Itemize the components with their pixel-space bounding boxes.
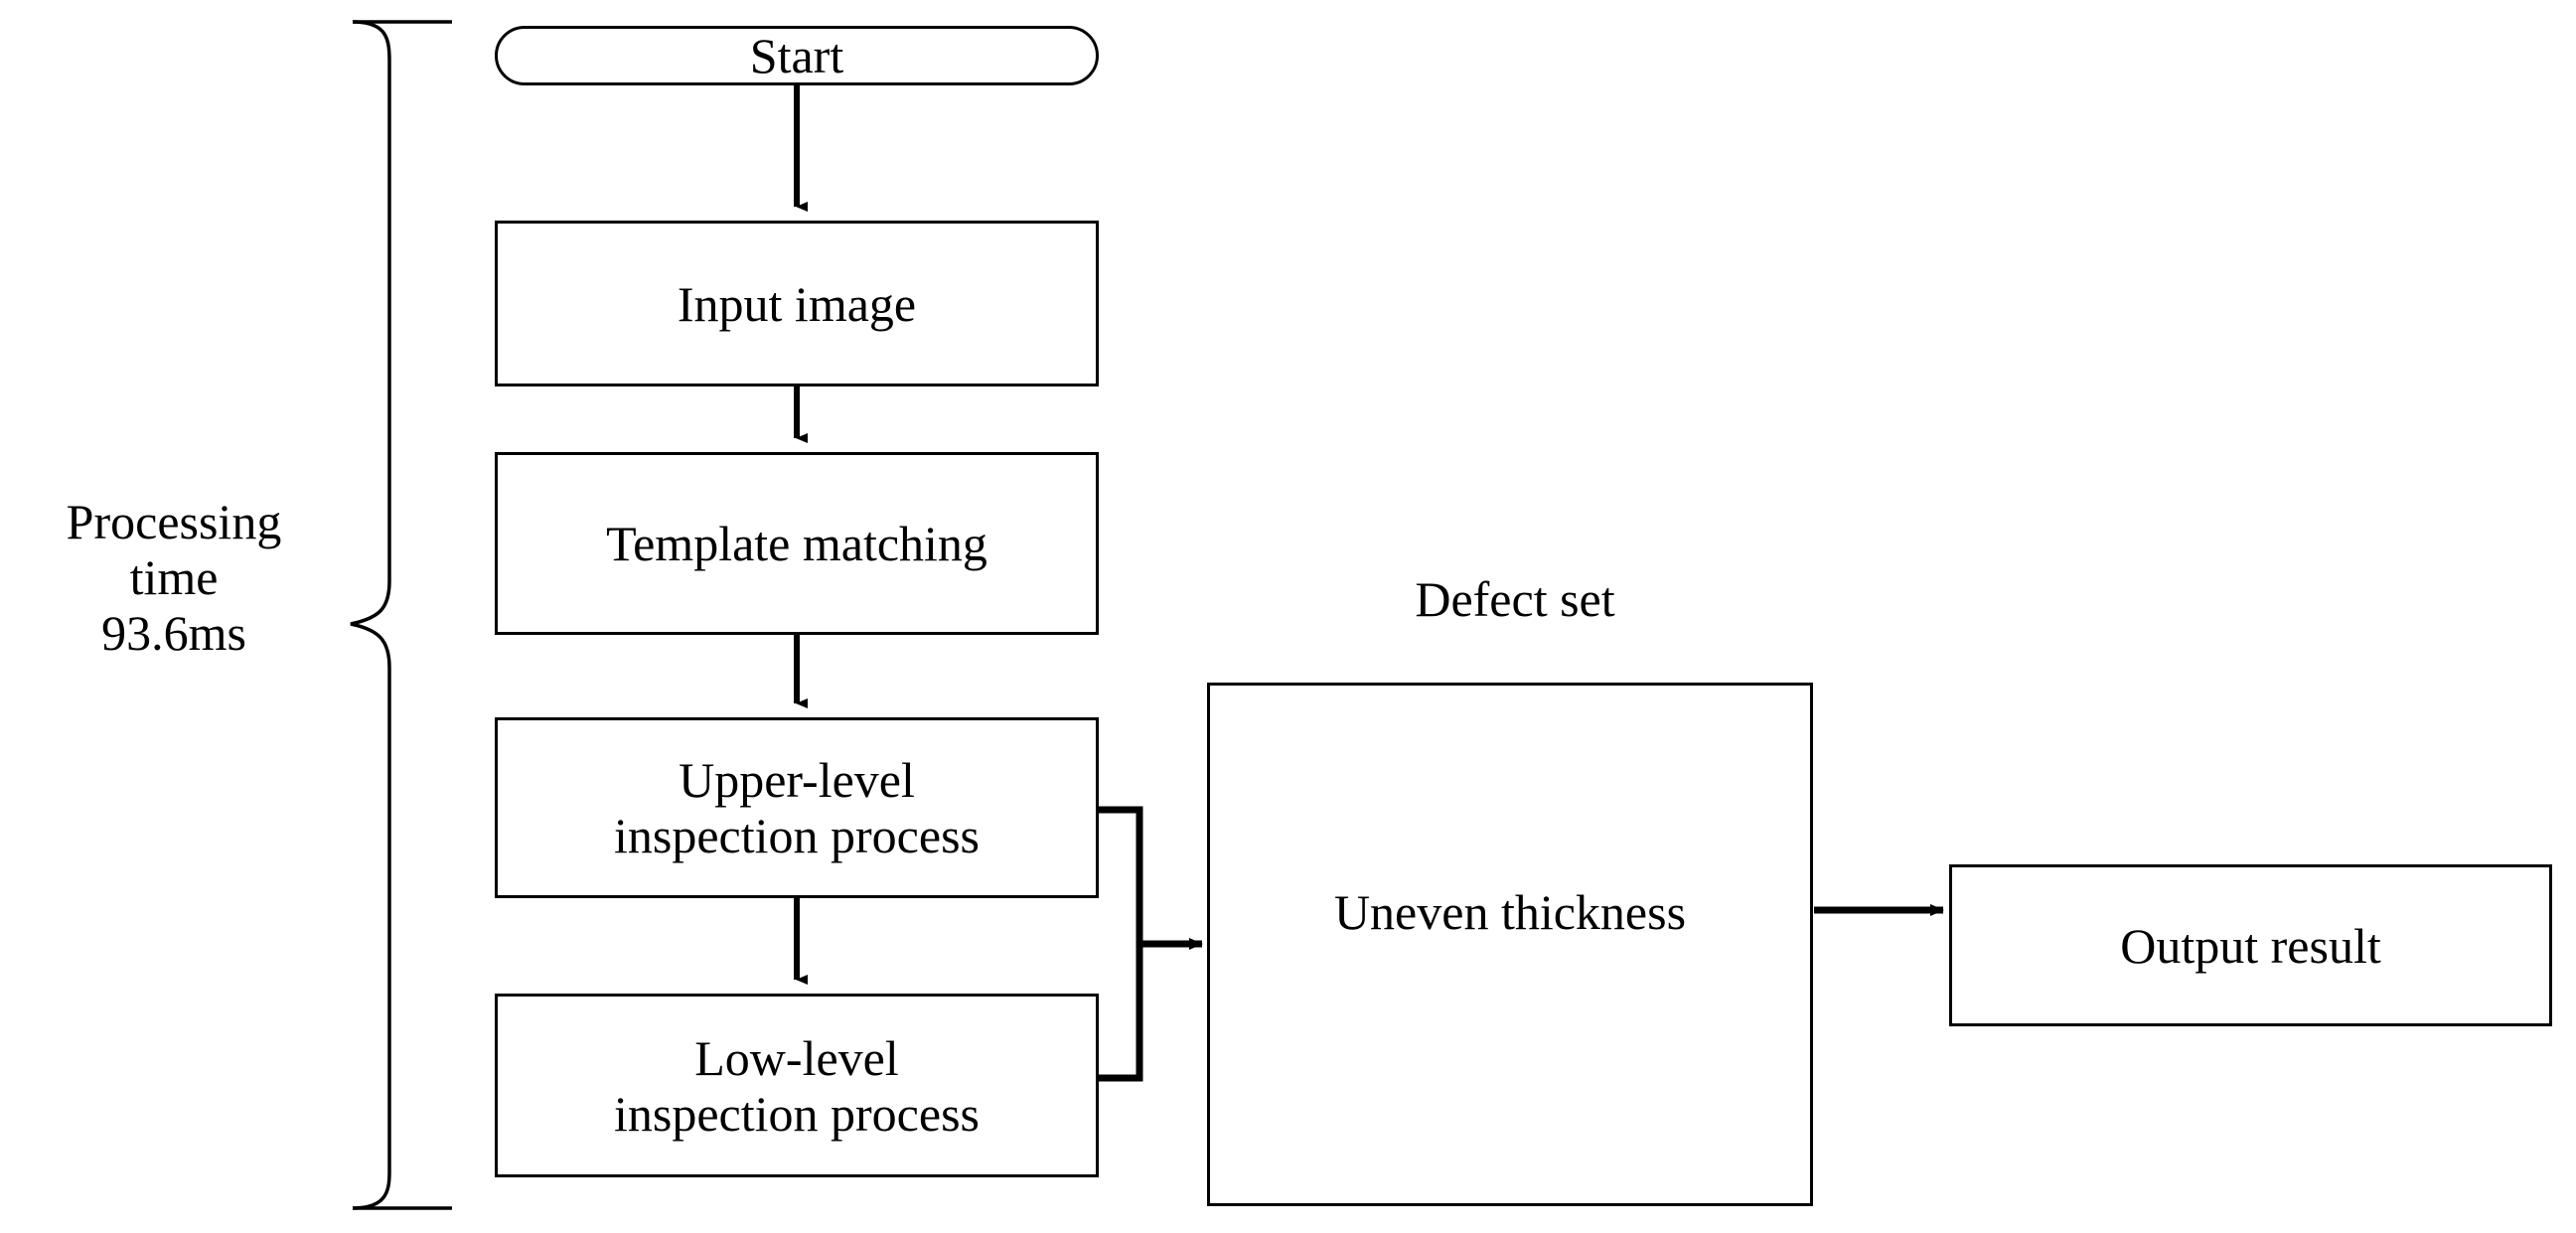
node-low-level-inspection-process[interactable]: Low-level inspection process [495, 994, 1099, 1177]
node-start[interactable]: Start [495, 26, 1099, 85]
node-uneven-thickness[interactable]: Uneven thickness [1207, 683, 1813, 1206]
merge-bracket [1099, 806, 1203, 1082]
node-upper-level-inspection-process[interactable]: Upper-level inspection process [495, 717, 1099, 898]
node-template-matching[interactable]: Template matching [495, 452, 1099, 635]
processing-time-label: Processing time 93.6ms [66, 494, 282, 661]
processing-time-brace [350, 20, 452, 1210]
defect-set-label: Defect set [1415, 571, 1615, 627]
node-input-image[interactable]: Input image [495, 221, 1099, 386]
node-output-result[interactable]: Output result [1949, 864, 2552, 1026]
